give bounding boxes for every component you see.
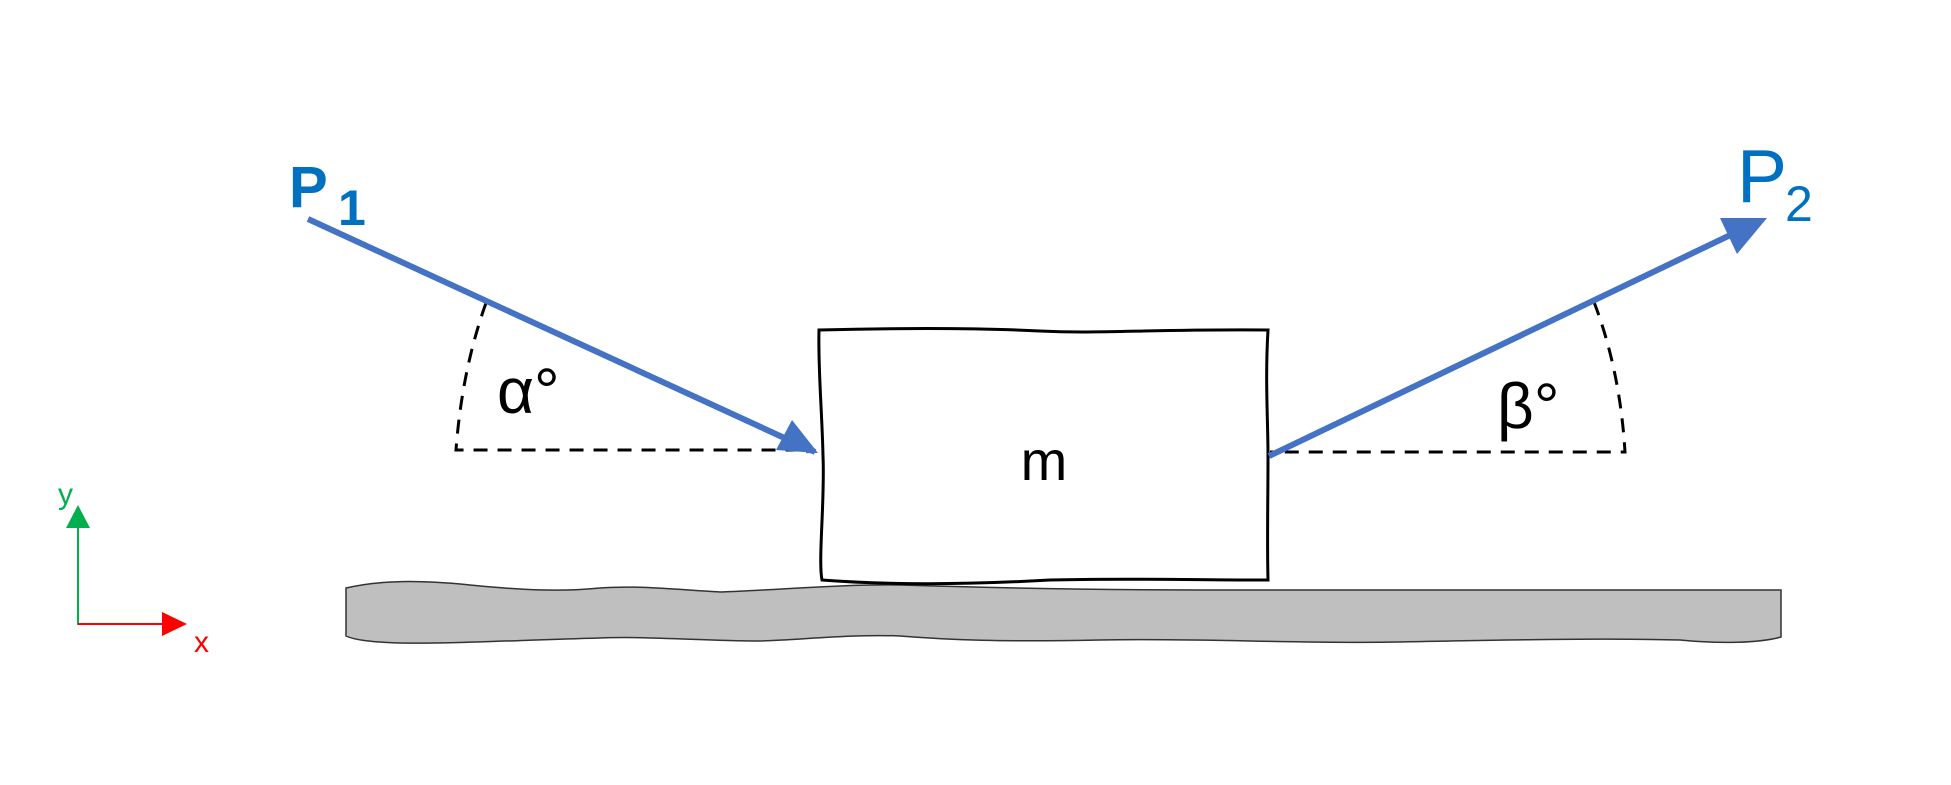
force-p1-arrowhead <box>776 420 818 453</box>
beta-angle-guide <box>1270 301 1627 454</box>
alpha-label: α° <box>497 355 560 427</box>
force-p1-arrow <box>306 216 817 455</box>
force-p1-label: P <box>289 155 328 220</box>
force-p2-label: P <box>1737 134 1787 218</box>
alpha-angle-guide <box>454 302 815 452</box>
force-p2-arrow <box>1267 225 1747 459</box>
ground-surface <box>345 580 1782 644</box>
force-p2-subscript: 2 <box>1785 176 1813 232</box>
x-axis-label: x <box>194 626 209 659</box>
force-p2-arrowhead <box>1720 218 1767 254</box>
y-axis-label: y <box>58 478 73 511</box>
force-p1-subscript: 1 <box>338 180 366 236</box>
y-axis-arrowhead <box>66 505 90 528</box>
mass-label: m <box>1021 429 1068 492</box>
beta-label: β° <box>1497 370 1559 442</box>
x-axis-arrowhead <box>162 612 187 636</box>
mass-block <box>817 327 1270 586</box>
